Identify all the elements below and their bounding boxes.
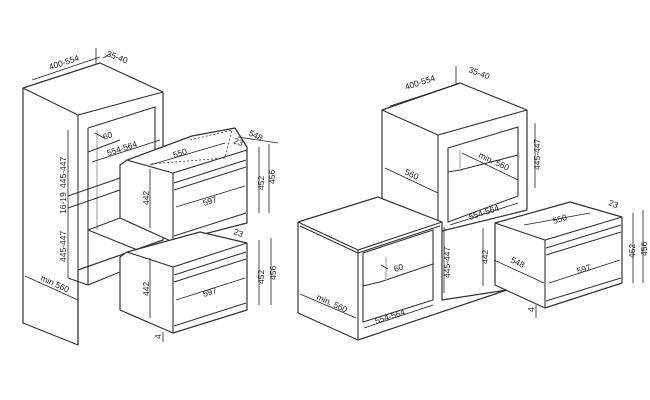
dim-oven-height-top: 452 — [256, 176, 266, 190]
dim-wall-width: 400-554 — [404, 73, 437, 92]
dim-panel-offset-top: 23 — [232, 135, 245, 148]
dim-oven-top-width: 550 — [172, 146, 189, 160]
dim-shelf-gap: 16-19 — [58, 192, 68, 214]
dim-panel-offset-right: 23 — [607, 197, 620, 210]
dim-body-height-right: 442 — [480, 250, 490, 264]
dim-oven-height-bottom: 452 — [256, 270, 266, 284]
dim-panel-offset-bottom: 23 — [232, 226, 245, 239]
dim-body-height-bottom: 442 — [141, 282, 151, 296]
dim-bottom-offset: 4 — [153, 334, 163, 339]
dim-wall-rear-gap: 35-40 — [467, 64, 491, 81]
dim-rear-gap-right: 60 — [393, 261, 405, 274]
dim-niche-height-upper: 445-447 — [58, 157, 68, 188]
dim-front-height-bottom: 456 — [268, 266, 278, 280]
dim-front-width-top: 597 — [202, 194, 219, 208]
left-top-oven — [119, 127, 248, 243]
left-dimension-lines — [24, 48, 279, 342]
dim-front-height-right: 456 — [639, 242, 649, 256]
dim-column-rear-gap: 35-40 — [105, 48, 129, 65]
dim-front-width-right: 597 — [576, 262, 593, 276]
dim-oven-top-width-right: 550 — [552, 212, 569, 226]
dim-niche-height-upper-right: 445-447 — [532, 139, 542, 170]
dim-oven-height-right: 452 — [627, 244, 637, 258]
right-dimension-lines — [299, 66, 644, 329]
right-wall-cabinet — [381, 82, 528, 233]
right-base-cabinet — [297, 196, 508, 341]
left-bottom-oven — [119, 231, 248, 334]
right-oven — [494, 201, 623, 309]
dim-niche-height-lower-right: 445-447 — [442, 247, 452, 278]
dim-front-height-top: 456 — [267, 170, 277, 184]
dim-bottom-offset-right: 4 — [526, 307, 536, 312]
dim-niche-height-lower: 445-447 — [58, 231, 68, 262]
dim-body-height-top: 442 — [141, 191, 151, 205]
dim-front-width-bottom: 597 — [202, 285, 219, 299]
dim-rear-gap: 60 — [102, 129, 114, 142]
